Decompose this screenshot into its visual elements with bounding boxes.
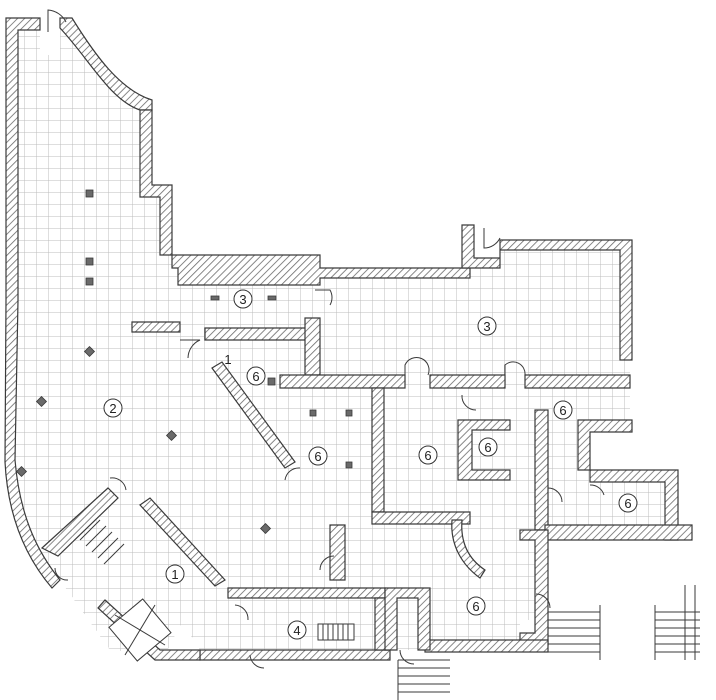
column xyxy=(85,189,94,198)
svg-text:3: 3 xyxy=(239,292,246,307)
column xyxy=(345,409,353,417)
svg-text:4: 4 xyxy=(293,623,300,638)
svg-text:6: 6 xyxy=(472,599,479,614)
wall-south-east xyxy=(544,524,693,541)
door-swing xyxy=(109,477,127,491)
svg-text:6: 6 xyxy=(484,440,491,455)
column xyxy=(345,461,353,469)
door-swing xyxy=(319,555,335,571)
room-label-1-stair: 1 xyxy=(165,564,185,584)
wall-west xyxy=(4,17,61,589)
room-label-3-large: 3 xyxy=(477,316,497,336)
column xyxy=(85,257,94,266)
room-label-6-c: 6 xyxy=(418,445,438,465)
door-swing xyxy=(315,289,333,306)
room-labels: 2 3 3 1 6 6 6 6 6 xyxy=(103,289,638,640)
svg-text:2: 2 xyxy=(109,401,116,416)
wall-south-main xyxy=(329,524,346,581)
svg-text:1: 1 xyxy=(171,567,178,582)
svg-text:6: 6 xyxy=(424,448,431,463)
floor-main-hall xyxy=(15,28,665,655)
door-swing xyxy=(54,567,69,581)
column xyxy=(259,522,272,535)
wall-corridor-east xyxy=(279,374,406,389)
stair-exterior-bottom xyxy=(397,659,450,700)
wall-corridor-east-2 xyxy=(429,374,506,389)
door-swing xyxy=(180,339,201,359)
wall-room6-east xyxy=(534,409,549,531)
stairs xyxy=(79,519,700,700)
column xyxy=(210,295,220,301)
door-swing xyxy=(399,649,415,665)
door-swing xyxy=(483,228,501,249)
column xyxy=(267,377,276,386)
stair-flight-room4 xyxy=(317,623,355,641)
wall-north-east xyxy=(461,224,633,361)
wall-stair-hall xyxy=(40,487,119,557)
room-label-6-b: 6 xyxy=(308,446,328,466)
column xyxy=(85,277,94,286)
door-swing xyxy=(47,9,67,32)
wall-corridor-vertical xyxy=(304,317,321,376)
column xyxy=(83,345,96,358)
room-label-6-f: 6 xyxy=(618,493,638,513)
wall-shaft xyxy=(384,587,431,651)
svg-text:6: 6 xyxy=(314,449,321,464)
column xyxy=(267,295,277,301)
room-label-6-g: 6 xyxy=(466,596,486,616)
room-label-6-d: 6 xyxy=(478,437,498,457)
room-label-3-small: 3 xyxy=(233,289,253,309)
wall-room4-top xyxy=(227,587,386,599)
svg-text:1: 1 xyxy=(224,352,231,367)
stair-exterior-right xyxy=(548,585,700,660)
columns xyxy=(15,189,353,535)
walls xyxy=(4,17,693,661)
wall-south-bottom xyxy=(199,649,391,661)
door-swing xyxy=(535,593,551,609)
wall-core-west xyxy=(371,387,385,513)
column xyxy=(165,429,178,442)
column xyxy=(35,395,48,408)
door-swing xyxy=(547,487,563,503)
elevator-cross-b xyxy=(124,604,156,656)
wall-south-bottom-2 xyxy=(424,639,549,653)
door-swing xyxy=(249,654,265,669)
door-swing xyxy=(284,467,301,481)
wall-north-mid xyxy=(171,254,471,286)
svg-text:6: 6 xyxy=(624,496,631,511)
wall-curved-partition xyxy=(451,519,486,579)
column xyxy=(309,409,317,417)
room-label-6-a: 6 xyxy=(246,366,266,386)
room-label-2: 2 xyxy=(103,398,123,418)
wall-corridor-east-3 xyxy=(524,374,631,389)
svg-text:6: 6 xyxy=(252,369,259,384)
wall-core-south xyxy=(371,511,471,525)
door-swing xyxy=(404,356,430,376)
wall-room-3-inner xyxy=(204,327,311,341)
door-swing xyxy=(589,484,605,496)
door-swing xyxy=(234,604,249,621)
door-swing xyxy=(504,361,526,376)
svg-text:3: 3 xyxy=(483,319,490,334)
svg-text:6: 6 xyxy=(559,403,566,418)
room-label-6-e: 6 xyxy=(553,400,573,420)
wall-diagonal xyxy=(211,361,296,469)
stair-hall-flight xyxy=(79,519,125,565)
wall-room-3-south xyxy=(131,321,181,333)
wall-stair-hall-2 xyxy=(139,497,226,587)
doors xyxy=(47,9,605,669)
wall-south-lower xyxy=(519,529,549,646)
door-swing xyxy=(461,394,477,411)
wall-room6-small xyxy=(457,419,511,481)
room-label-1-vestibule: 1 xyxy=(224,352,231,367)
room-label-4: 4 xyxy=(287,620,307,640)
column xyxy=(15,465,28,478)
stair-treads-room4 xyxy=(322,624,349,640)
wall-room6-small-e xyxy=(577,419,633,471)
